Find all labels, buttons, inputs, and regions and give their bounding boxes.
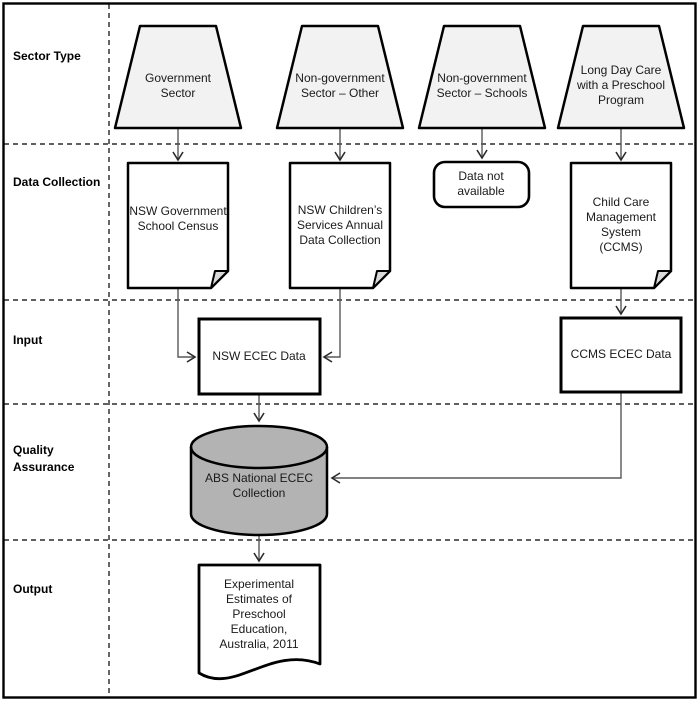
row-label-quality-assurance: Quality Assurance <box>13 443 75 474</box>
long-day-care-label: Long Day Care with a Preschool Program <box>576 63 666 107</box>
ccms-ecec-data-box <box>559 316 683 394</box>
nongov-other-label: Non-government Sector – Other <box>295 71 385 100</box>
row-label-sector-type: Sector Type <box>13 49 81 63</box>
ccms-fold-corner <box>653 270 672 289</box>
ccms-ecec-data-label: CCMS ECEC Data <box>570 347 672 361</box>
long-day-care-trapezoid <box>556 24 686 130</box>
abs-collection-cylinder-rim <box>189 446 329 470</box>
connector-services-to-nsw-ecec <box>322 288 341 363</box>
nongov-schools-trapezoid <box>417 24 547 130</box>
connector-census-to-nsw-ecec <box>177 288 197 363</box>
row-label-output: Output <box>13 582 53 596</box>
publication-label: Experimental Estimates of Preschool Educ… <box>219 577 299 651</box>
government-sector-trapezoid <box>113 24 243 130</box>
government-sector-label: Government Sector <box>144 71 212 100</box>
data-not-available-label: Data not available <box>457 169 505 198</box>
data-not-available-box <box>432 160 531 209</box>
nsw-ecec-data-box <box>197 317 322 396</box>
nsw-ecec-data-label: NSW ECEC Data <box>212 349 306 363</box>
school-census-label: NSW Government School Census <box>129 204 227 233</box>
abs-collection-cylinder <box>189 424 329 537</box>
nongov-other-trapezoid <box>275 24 405 130</box>
row-label-data-collection: Data Collection <box>13 175 101 189</box>
connector-ccms-ecec-to-abs <box>330 392 622 484</box>
nongov-schools-label: Non-government Sector – Schools <box>436 71 528 100</box>
school-census-fold-corner <box>210 270 229 289</box>
abs-collection-label: ABS National ECEC Collection <box>204 471 314 500</box>
childrens-services-fold-corner <box>372 270 391 289</box>
childrens-services-label: NSW Children’s Services Annual Data Coll… <box>296 203 384 247</box>
ccms-label: Child Care Management System (CCMS) <box>585 195 657 254</box>
row-label-input: Input <box>13 333 43 347</box>
publication-document <box>197 563 322 680</box>
